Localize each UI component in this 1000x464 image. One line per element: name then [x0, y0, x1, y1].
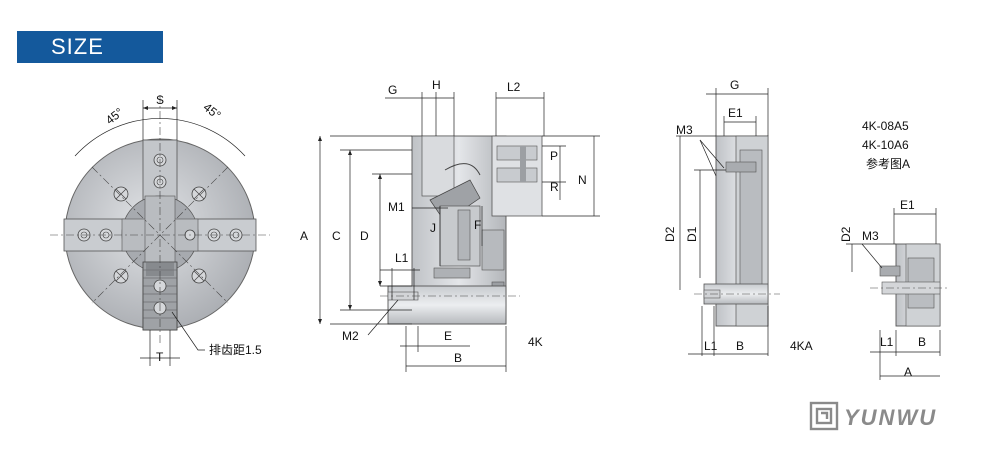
label-d1: D1 [685, 226, 699, 242]
label-m3: M3 [676, 123, 693, 137]
size-banner: SIZE [17, 31, 163, 63]
label-p: P [550, 149, 558, 163]
model-label-4k: 4K [528, 335, 543, 349]
label-g: G [388, 83, 397, 97]
label-b: B [454, 351, 462, 365]
side-view-labels: G H L2 P R N M1 J F L1 A C D M2 E B 4K [300, 78, 587, 365]
label-l1: L1 [704, 339, 718, 353]
label-d2: D2 [663, 226, 677, 242]
side-section-view [318, 92, 600, 372]
brand-name: YUNWU [844, 405, 937, 430]
label-e1: E1 [728, 106, 743, 120]
label-n: N [578, 173, 587, 187]
label-m1: M1 [388, 200, 405, 214]
label-e: E [444, 329, 452, 343]
brand-icon [809, 401, 839, 431]
label-d: D [360, 229, 369, 243]
reference-view-labels: 4K-08A5 4K-10A6 参考图A E1 D2 M3 L1 B A [839, 119, 926, 379]
label-h: H [432, 78, 441, 92]
label-c: C [332, 229, 341, 243]
model-label-4ka: 4KA [790, 339, 813, 353]
tooth-pitch-note: 排齿距1.5 [209, 343, 262, 357]
label-l1: L1 [880, 335, 894, 349]
ref-caption: 参考图A [866, 156, 910, 171]
variant-view [676, 88, 780, 356]
label-b: B [736, 339, 744, 353]
label-f: F [474, 218, 481, 232]
label-b: B [918, 335, 926, 349]
ref-model-1: 4K-08A5 [862, 119, 909, 133]
label-a: A [300, 229, 308, 243]
dim-t-label: T [156, 350, 164, 364]
label-l1: L1 [395, 251, 409, 265]
label-e1: E1 [900, 198, 915, 212]
ref-model-2: 4K-10A6 [862, 138, 909, 152]
brand-logo: YUNWU [809, 401, 937, 431]
label-g: G [730, 78, 739, 92]
angle-left-label: 45° [103, 105, 126, 127]
label-j: J [430, 221, 436, 235]
label-r: R [550, 180, 559, 194]
variant-view-labels: G E1 M3 D2 D1 L1 B 4KA [663, 78, 813, 353]
reference-view [846, 208, 948, 380]
front-view [50, 95, 270, 366]
angle-right-label: 45° [201, 100, 224, 122]
label-d2: D2 [839, 226, 853, 242]
label-m3: M3 [862, 229, 879, 243]
dim-s-label: S [156, 93, 164, 107]
label-m2: M2 [342, 329, 359, 343]
label-a: A [904, 365, 912, 379]
label-l2: L2 [507, 80, 521, 94]
